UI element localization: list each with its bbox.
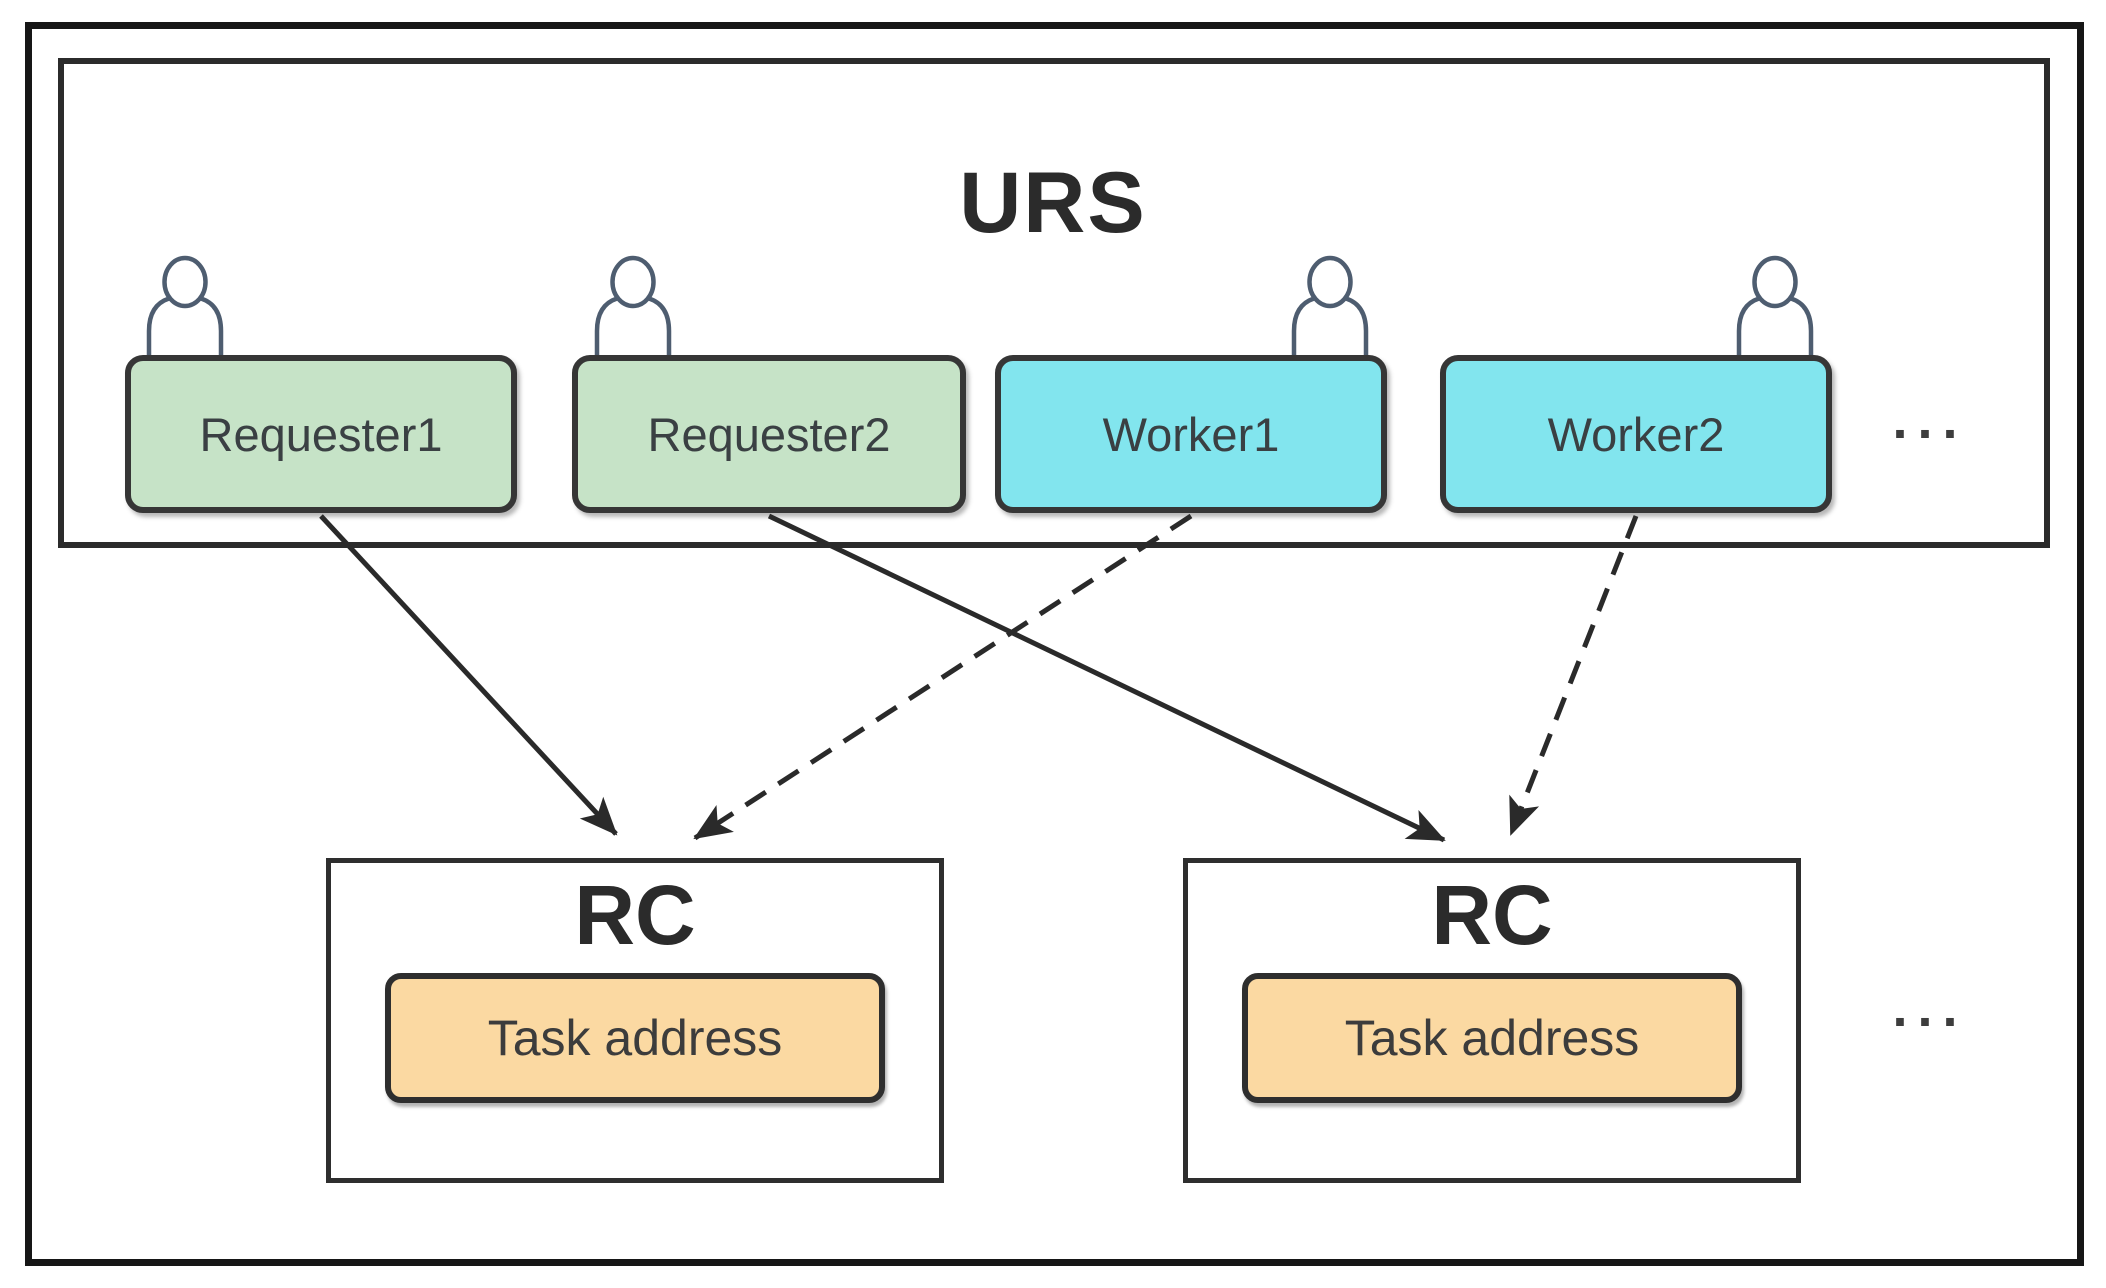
urs-title: URS [959, 155, 1147, 251]
node-worker1: Worker1 [995, 355, 1387, 513]
node-label: Worker2 [1547, 407, 1725, 461]
node-requester2: Requester2 [572, 355, 966, 513]
rc-container-1: RC Task address [326, 858, 944, 1183]
node-label: Worker1 [1102, 407, 1280, 461]
person-head [610, 255, 656, 309]
person-icon [1291, 255, 1369, 358]
task-address-box: Task address [385, 973, 885, 1104]
rc-title: RC [574, 868, 696, 962]
rc-title: RC [1431, 868, 1553, 962]
person-icon [146, 255, 224, 358]
node-label: Requester1 [199, 407, 443, 461]
task-address-label: Task address [487, 1010, 783, 1067]
node-requester1: Requester1 [125, 355, 517, 513]
rc-container-2: RC Task address [1183, 858, 1801, 1183]
more-nodes-ellipsis: ... [1892, 390, 1968, 450]
task-address-box: Task address [1242, 973, 1742, 1104]
node-worker2: Worker2 [1440, 355, 1832, 513]
task-address-label: Task address [1344, 1010, 1640, 1067]
more-rcs-ellipsis: ... [1892, 978, 1968, 1038]
person-icon [594, 255, 672, 358]
person-head [162, 255, 208, 309]
person-head [1307, 255, 1353, 309]
person-icon [1736, 255, 1814, 358]
node-label: Requester2 [647, 407, 891, 461]
person-head [1752, 255, 1798, 309]
